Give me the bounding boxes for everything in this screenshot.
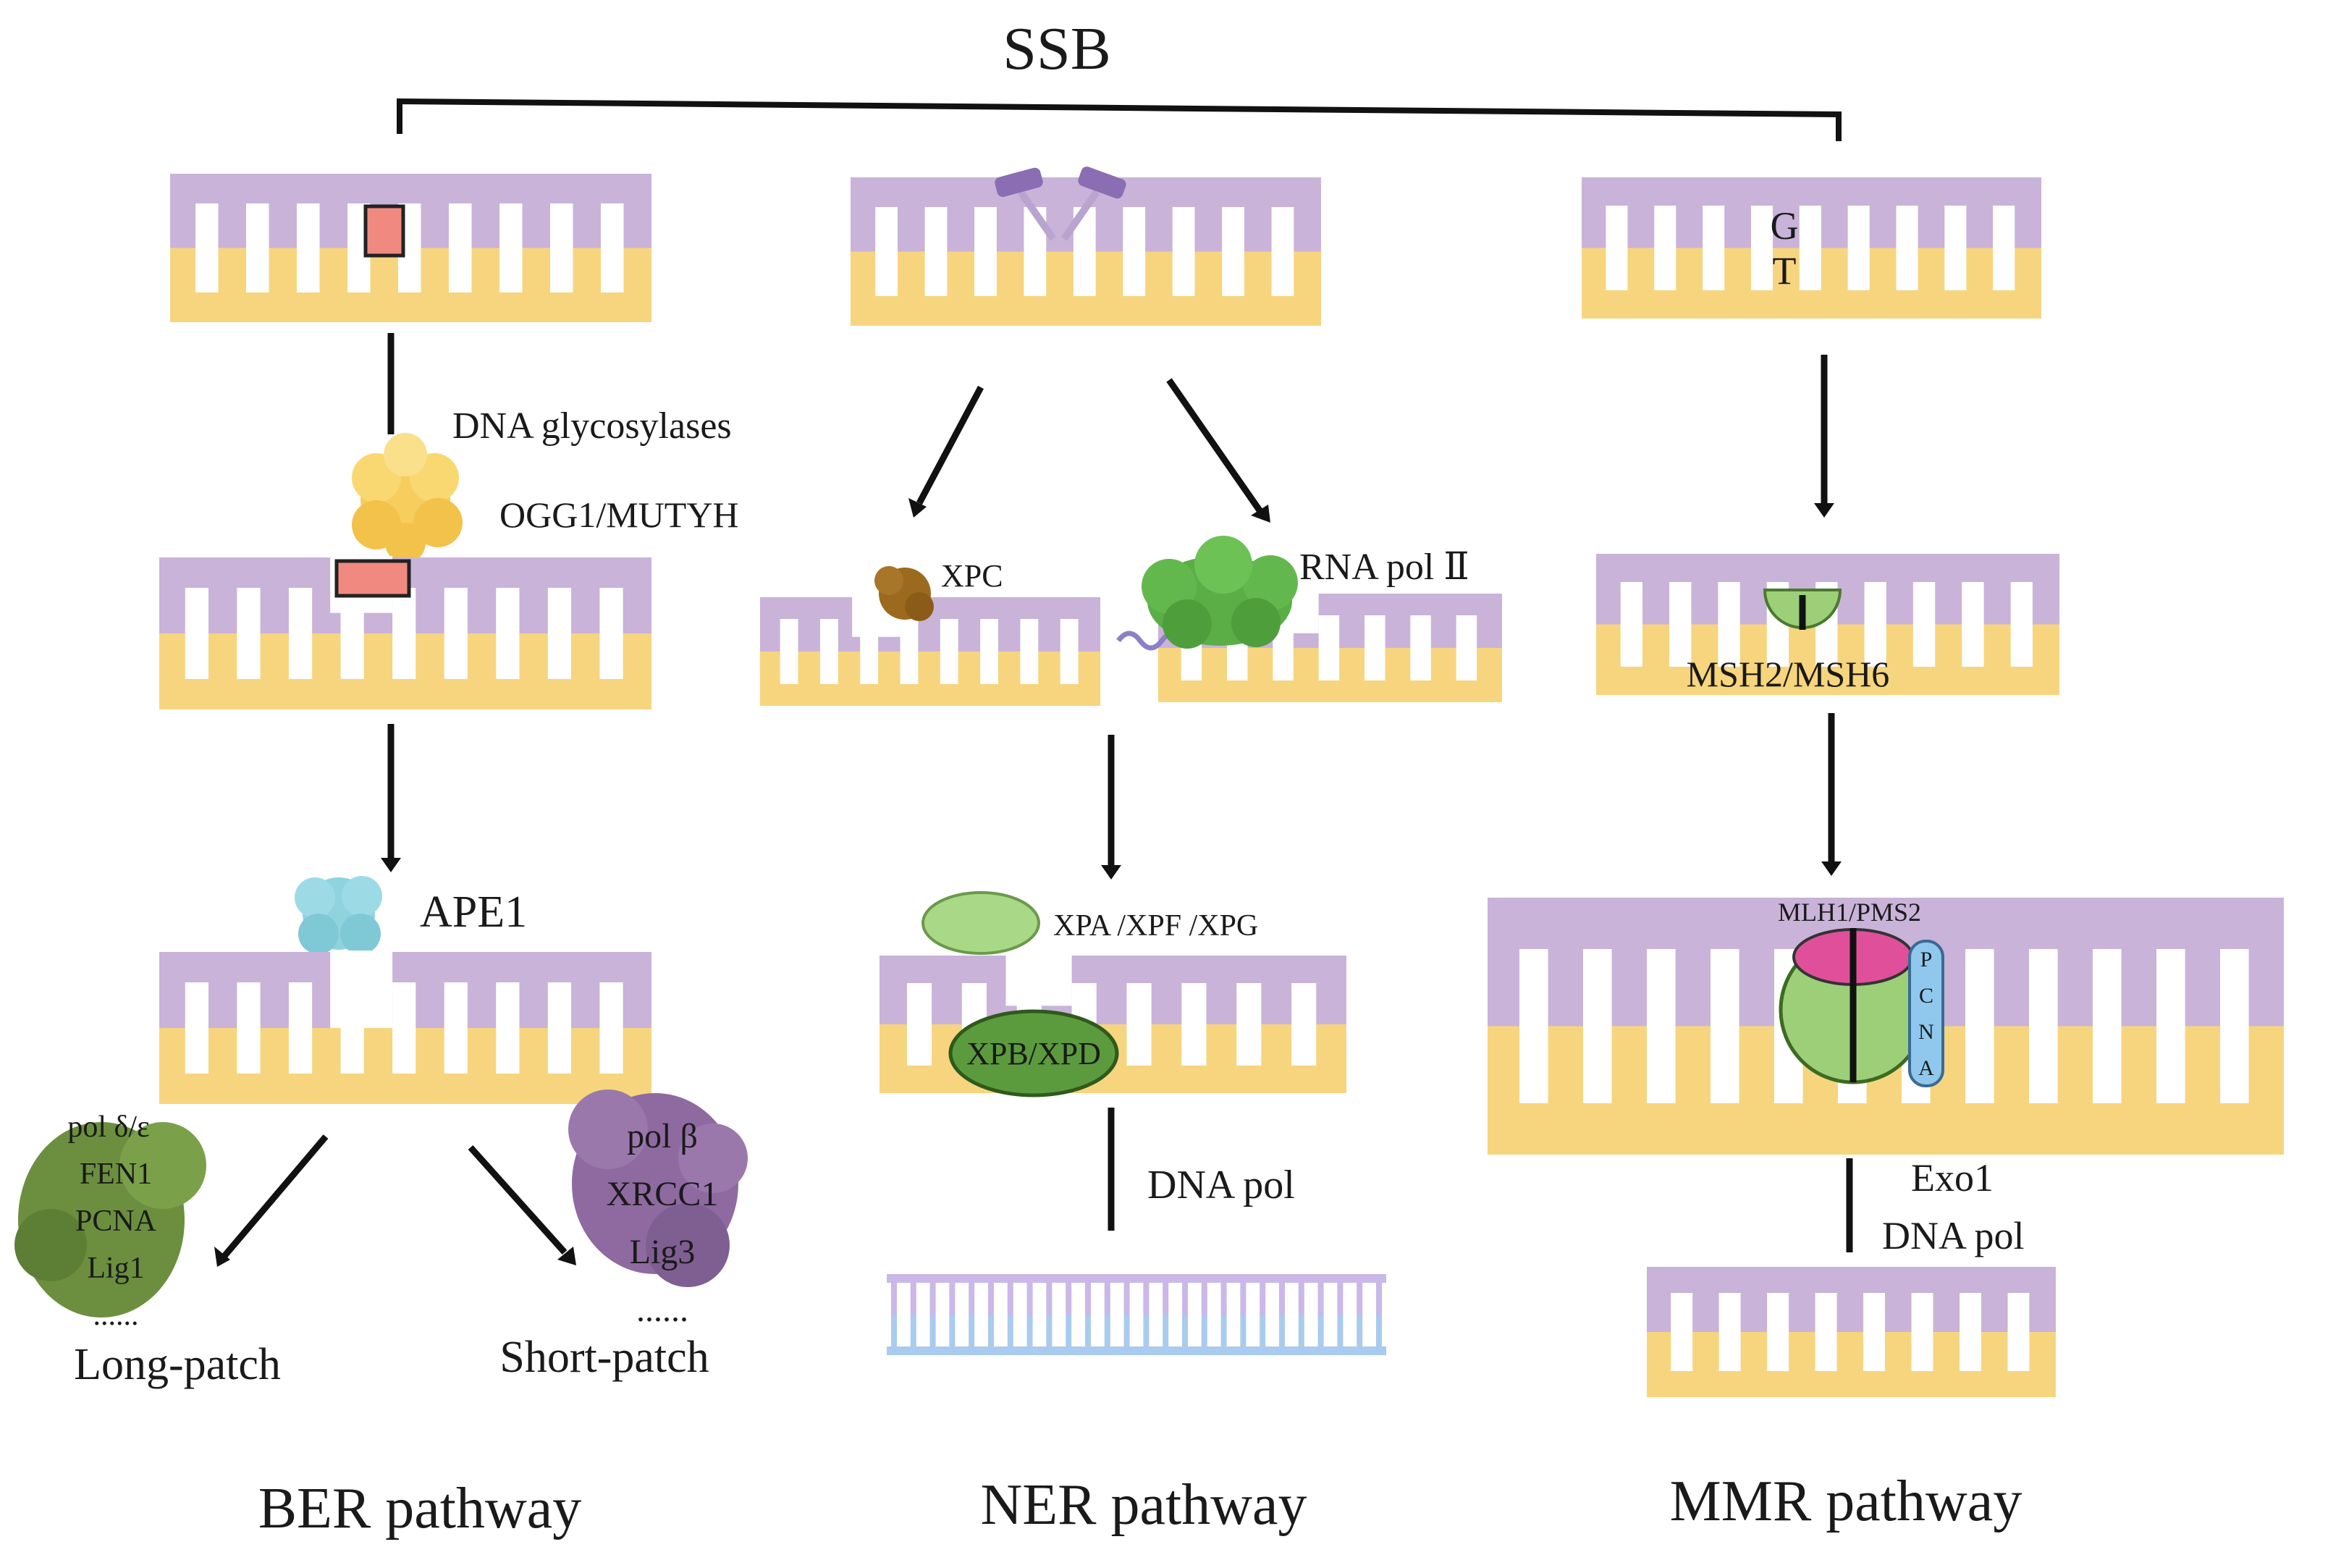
long-patch-label-2: FEN1 xyxy=(80,1158,152,1191)
ber-pathway-label: BER pathway xyxy=(258,1477,582,1540)
xpc-protein-icon xyxy=(874,566,934,621)
rna-pol-protein-icon xyxy=(1142,536,1298,649)
xpa-label: XPA /XPF /XPG xyxy=(1053,909,1258,943)
short-patch-label-1: pol β xyxy=(627,1117,698,1155)
ber-enzyme-label: DNA glycosylases xyxy=(452,405,732,447)
ner-arrowhead-3 xyxy=(1101,865,1121,880)
short-patch-label-2: XRCC1 xyxy=(607,1175,719,1213)
ber-lesion-box xyxy=(363,204,405,258)
mismatch-t: T xyxy=(1773,249,1797,292)
ner-dna-damaged xyxy=(851,177,1321,326)
ape1-label: APE1 xyxy=(420,888,527,937)
pcna-clamp: P C N A xyxy=(1908,940,1944,1087)
exo-label: Exo1 xyxy=(1911,1156,1994,1200)
ber-arrowhead-2 xyxy=(381,858,401,872)
msh-protein-icon xyxy=(1763,589,1842,630)
ape1-protein-icon xyxy=(295,876,382,954)
long-patch-label-3: PCNA xyxy=(75,1205,157,1238)
mlh-label: MLH1/PMS2 xyxy=(1778,898,1921,927)
ner-dna-pol-label: DNA pol xyxy=(1147,1163,1295,1207)
ner-dna-excision xyxy=(880,954,1346,1093)
pcna-letter-a: A xyxy=(1918,1056,1934,1080)
mismatch-g: G xyxy=(1771,204,1799,248)
ner-pathway-label: NER pathway xyxy=(980,1473,1307,1537)
mmr-dna-repaired xyxy=(1647,1267,2056,1397)
short-patch-label-3: Lig3 xyxy=(630,1233,696,1271)
mmr-pathway-label: MMR pathway xyxy=(1670,1470,2022,1533)
ner-arrowhead-left xyxy=(908,498,927,518)
ber-arrow-long xyxy=(222,1134,329,1258)
long-patch-label: Long-patch xyxy=(74,1340,281,1389)
xpc-label: XPC xyxy=(941,558,1003,594)
msh-label: MSH2/MSH6 xyxy=(1687,654,1890,694)
short-patch-protein-icon xyxy=(568,1089,748,1287)
pcna-letter-c: C xyxy=(1919,984,1933,1008)
ner-arrow-left xyxy=(916,385,984,505)
ner-arrow-right xyxy=(1166,378,1262,513)
long-patch-labels: pol δ/ε FEN1 PCNA Lig1 ...... xyxy=(67,1110,156,1332)
ber-excised-base xyxy=(334,559,411,598)
mmr-dna-mismatch xyxy=(1582,177,2041,319)
xpb-label: XPB/XPD xyxy=(966,1036,1101,1071)
short-patch-label: Short-patch xyxy=(499,1333,709,1382)
mlh-protein-icon xyxy=(1779,928,1928,1084)
xpb-protein-icon xyxy=(948,1009,1119,1097)
long-patch-protein-icon xyxy=(14,1122,206,1318)
ssb-bracket xyxy=(397,98,1842,141)
ber-dna-nicked xyxy=(159,951,651,1104)
pcna-letter-n: N xyxy=(1918,1020,1934,1044)
ber-enzyme-sub-label: OGG1/MUTYH xyxy=(499,494,739,535)
pcna-letter-p: P xyxy=(1920,948,1933,971)
mmr-arrowhead-1 xyxy=(1814,503,1834,518)
short-patch-labels: pol β XRCC1 Lig3 ...... xyxy=(607,1117,719,1329)
ber-dna-damaged xyxy=(170,174,651,322)
long-patch-label-4: Lig1 xyxy=(87,1252,144,1285)
ner-dna-repaired xyxy=(887,1274,1386,1355)
ber-arrowhead-short xyxy=(557,1247,576,1265)
ssb-title: SSB xyxy=(1003,15,1110,83)
glycosylase-protein-icon xyxy=(352,433,463,563)
long-patch-dots: ...... xyxy=(93,1299,139,1332)
thymine-dimer-icon xyxy=(995,167,1126,241)
ber-arrowhead-long xyxy=(214,1247,230,1267)
ber-arrow-short xyxy=(468,1145,568,1255)
mmr-arrowhead-2 xyxy=(1821,861,1842,876)
xpa-protein-icon xyxy=(921,891,1040,955)
rna-pol-label: RNA pol Ⅱ xyxy=(1299,547,1469,588)
long-patch-label-1: pol δ/ε xyxy=(67,1110,149,1144)
ner-arrowhead-right xyxy=(1251,505,1270,523)
short-patch-dots: ...... xyxy=(636,1291,688,1329)
mmr-dna-pol-label: DNA pol xyxy=(1882,1214,2025,1257)
